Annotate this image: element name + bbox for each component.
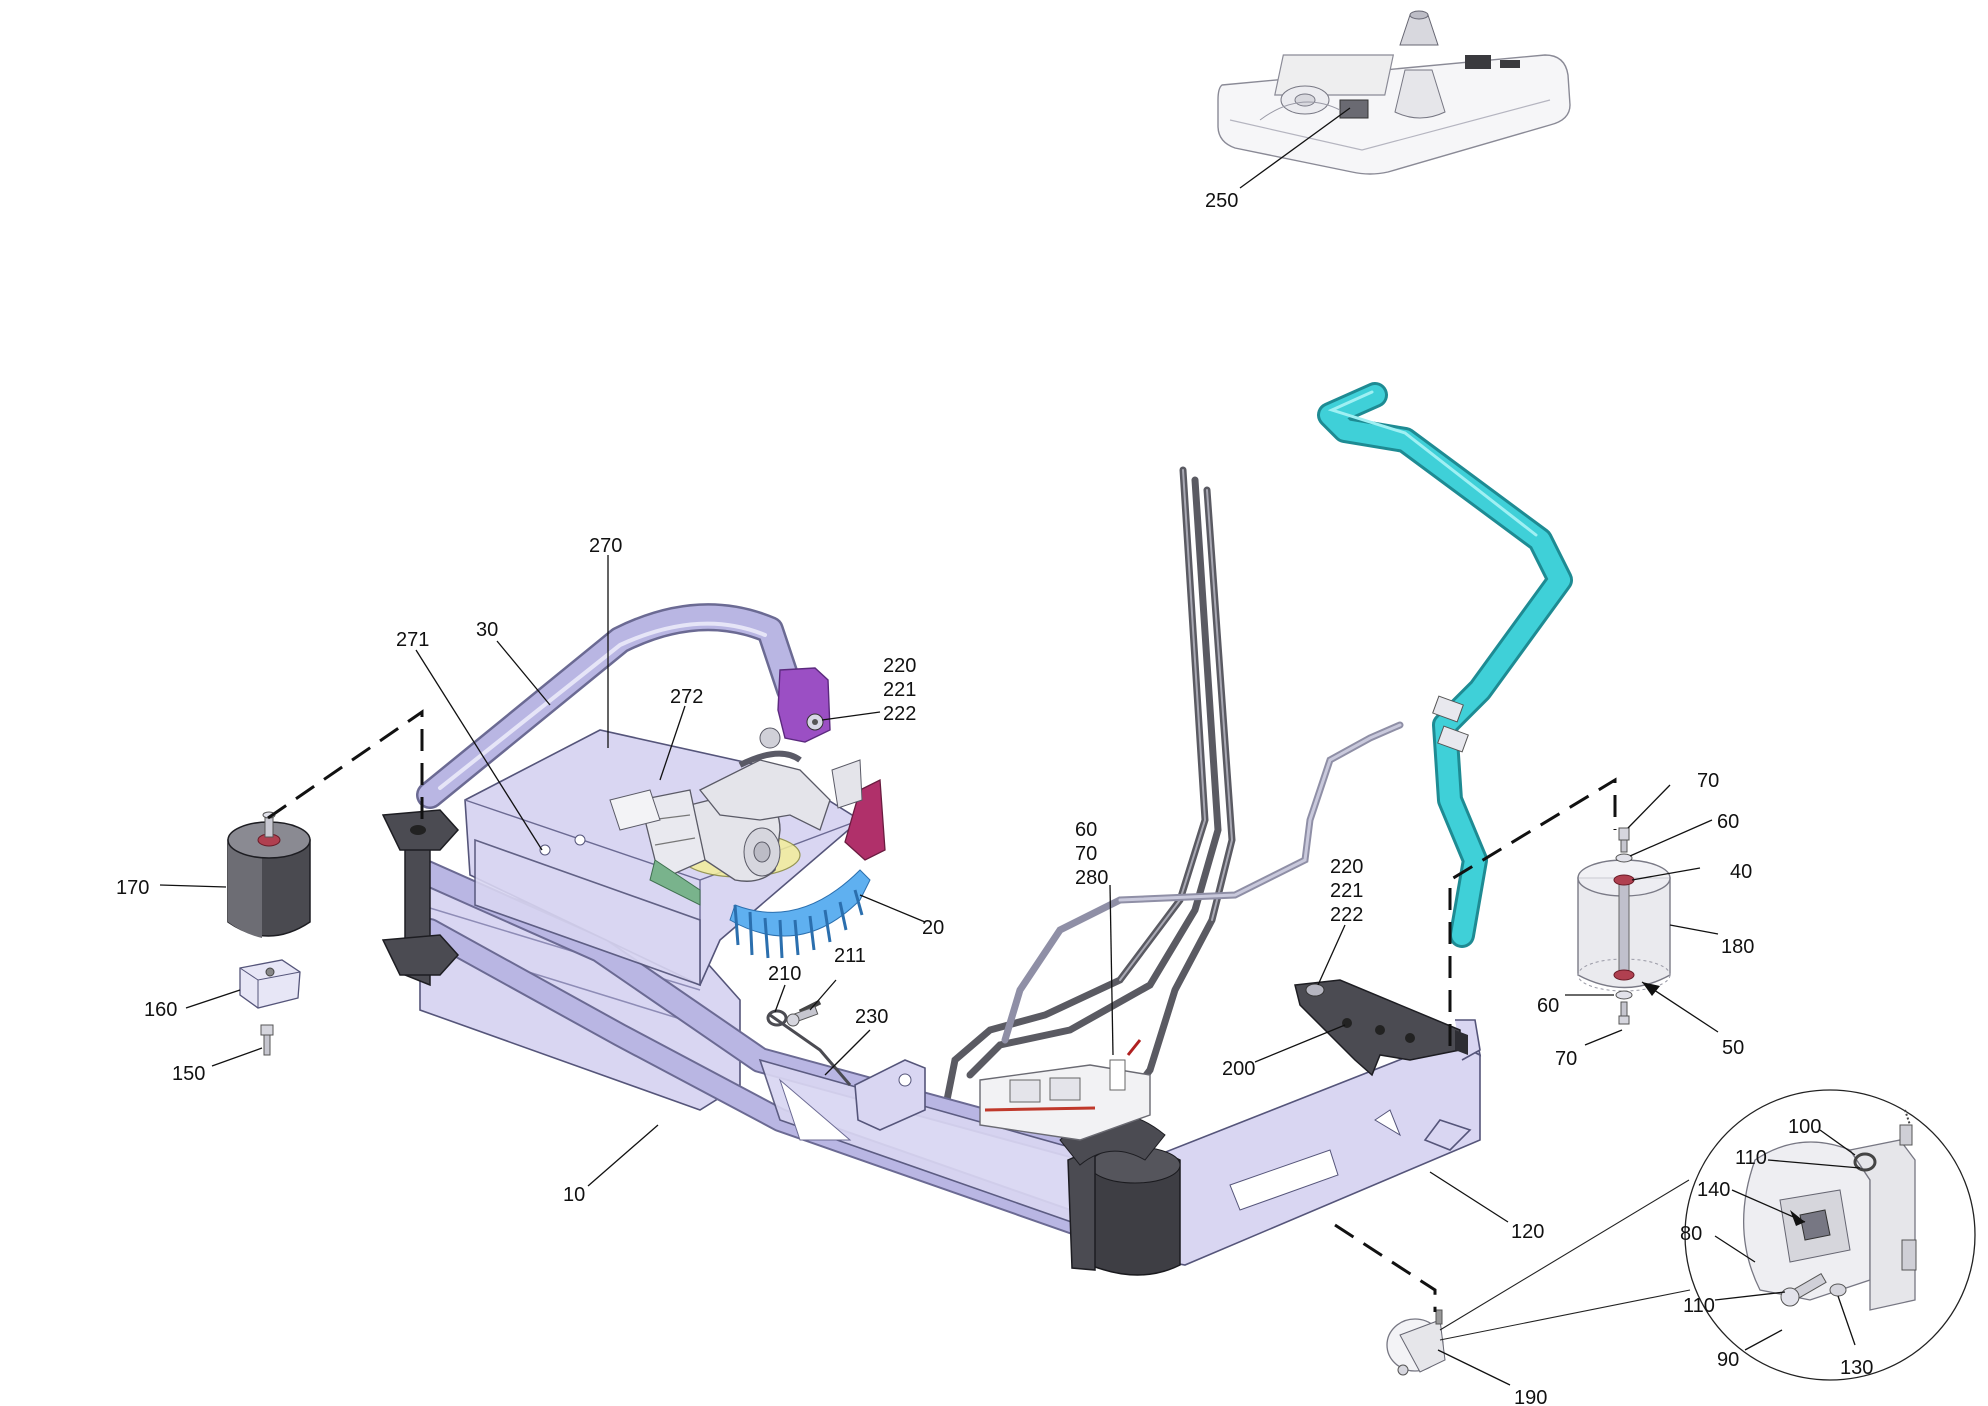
callout-labels: 250 270 271 30 272 220 221 222 170 20 60…: [116, 190, 1873, 1406]
callout-200: 200: [1222, 1058, 1255, 1080]
washer-60-top: [1615, 853, 1633, 863]
detail-pin-110: [1780, 1272, 1827, 1307]
callout-80: 80: [1680, 1223, 1702, 1245]
callout-220-221-222-upper: 220 221 222: [883, 655, 922, 725]
brush-head-assembly: [416, 603, 886, 987]
detail-view-circle: [1439, 1089, 1976, 1381]
detail-spring-140: [1799, 1209, 1831, 1241]
callout-211: 211: [834, 945, 866, 967]
callout-150: 150: [172, 1063, 205, 1085]
screw-211: [786, 1005, 819, 1027]
callout-60-lower: 60: [1537, 995, 1559, 1017]
right-frame-arm: [1059, 1019, 1482, 1276]
callout-130: 130: [1840, 1357, 1873, 1379]
callout-120: 120: [1511, 1221, 1544, 1243]
callout-110-upper: 110: [1735, 1147, 1767, 1169]
callout-30: 30: [476, 619, 498, 641]
callout-230: 230: [855, 1006, 888, 1028]
detail-washer-130: [1829, 1283, 1847, 1297]
valve-block: [979, 1039, 1151, 1141]
callout-220-221-222-lower: 220 221 222: [1330, 856, 1369, 926]
callout-250: 250: [1205, 190, 1238, 212]
detail-ring-100: [1853, 1152, 1877, 1172]
callout-170: 170: [116, 877, 149, 899]
sensor-190: [1386, 1309, 1446, 1376]
bolt-70-top: [1618, 827, 1630, 853]
callout-10: 10: [563, 1184, 585, 1206]
brush-bristles: [729, 869, 871, 959]
roller-170: [227, 811, 311, 938]
callout-140: 140: [1697, 1179, 1730, 1201]
callout-160: 160: [144, 999, 177, 1021]
callout-70-lower: 70: [1555, 1048, 1577, 1070]
callout-60-70-280: 60 70 280: [1075, 819, 1108, 889]
callout-40: 40: [1730, 861, 1752, 883]
callout-210: 210: [768, 963, 801, 985]
callout-50: 50: [1722, 1037, 1744, 1059]
washer-60-bottom: [1615, 990, 1633, 1000]
callout-270: 270: [589, 535, 622, 557]
callout-20: 20: [922, 917, 944, 939]
callout-272: 272: [670, 686, 703, 708]
assembly-lines: [267, 709, 1617, 1312]
callout-70-upper: 70: [1697, 770, 1719, 792]
callout-190: 190: [1514, 1387, 1547, 1406]
roller-180: [1577, 859, 1671, 992]
block-160: [239, 959, 301, 1009]
wheel-bracket: [766, 999, 926, 1131]
leader-lines: [159, 107, 1861, 1386]
callout-271: 271: [396, 629, 429, 651]
callout-100: 100: [1788, 1116, 1821, 1138]
cyan-hose: [1317, 382, 1573, 948]
callout-90: 90: [1717, 1349, 1739, 1371]
control-panel-assembly: [1217, 10, 1571, 175]
bolt-150: [260, 1024, 274, 1056]
callout-60-upper: 60: [1717, 811, 1739, 833]
bolt-70-bottom: [1618, 1001, 1630, 1025]
callout-110-lower: 110: [1683, 1295, 1715, 1317]
callout-180: 180: [1721, 936, 1754, 958]
